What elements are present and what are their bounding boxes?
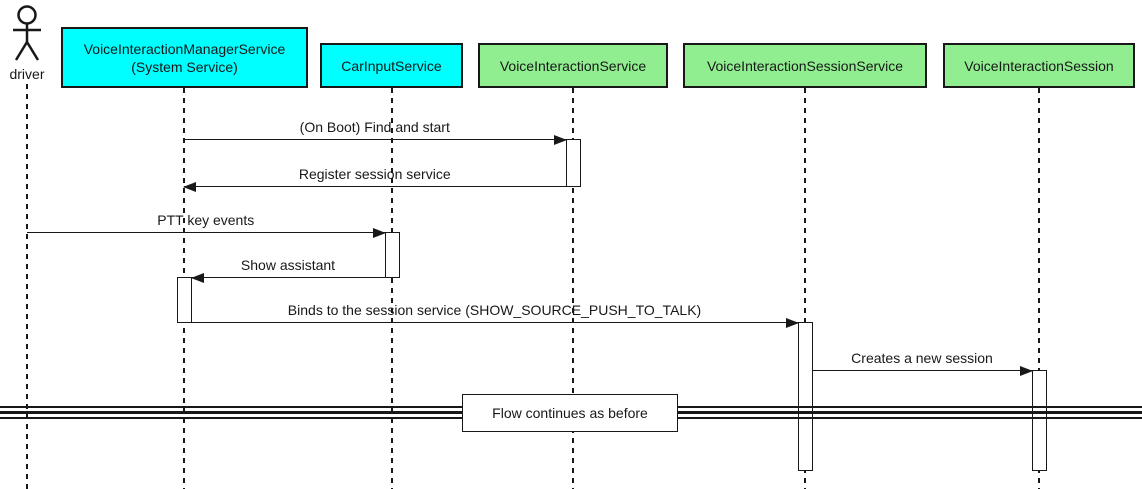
message-creates-a-new-session: Creates a new session <box>812 347 1033 376</box>
participant-voiceinteractionsessionservice: VoiceInteractionSessionService <box>683 43 927 88</box>
lifeline-voiceinteractionsessionservice <box>804 88 806 489</box>
participant-label: VoiceInteractionService <box>499 57 647 74</box>
lifeline-voiceinteractionservice <box>572 88 574 489</box>
message-register-session-service: Register session service <box>183 163 566 192</box>
message-label: Register session service <box>298 166 451 182</box>
participant-label: VoiceInteractionSessionService <box>706 57 904 74</box>
arrowhead-icon <box>553 135 567 145</box>
message-binds-to-session-service: Binds to the session service (SHOW_SOURC… <box>191 299 799 328</box>
participant-label: VoiceInteractionManagerService <box>83 40 286 57</box>
activation-voiceinteractionservice <box>565 139 581 187</box>
activation-carinputservice <box>384 232 400 278</box>
arrowhead-icon <box>183 182 196 192</box>
actor-label: driver <box>9 66 45 82</box>
message-line <box>184 138 566 140</box>
message-ptt-key-events: PTT key events <box>27 209 386 238</box>
message-label: PTT key events <box>157 212 255 228</box>
arrowhead-icon <box>785 318 799 328</box>
participant-voiceinteractionsession: VoiceInteractionSession <box>943 43 1135 88</box>
stick-figure-icon <box>13 5 41 61</box>
activation-voiceinteractionsession <box>1031 370 1047 471</box>
arrowhead-icon <box>190 273 204 283</box>
message-line <box>191 321 798 323</box>
divider-label: Flow continues as before <box>492 405 648 421</box>
message-line <box>27 231 385 233</box>
divider-label-box: Flow continues as before <box>462 394 678 432</box>
arrowhead-icon <box>372 228 386 238</box>
participant-carinputservice: CarInputService <box>320 43 463 88</box>
message-line <box>184 185 566 187</box>
participant-sublabel: (System Service) <box>131 58 238 75</box>
participant-voiceinteractionservice: VoiceInteractionService <box>478 43 668 88</box>
message-label: Creates a new session <box>851 350 993 366</box>
actor-driver: driver <box>0 4 54 82</box>
message-show-assistant: Show assistant <box>190 254 385 283</box>
participant-label: VoiceInteractionSession <box>964 57 1114 74</box>
message-label: Binds to the session service (SHOW_SOURC… <box>287 302 702 318</box>
lifeline-carinputservice <box>391 88 393 489</box>
message-line <box>191 276 385 278</box>
lifeline-voiceinteractionsession <box>1038 88 1040 489</box>
message-label: (On Boot) Find and start <box>299 119 450 135</box>
message-line <box>812 369 1032 371</box>
activation-voiceinteractionmanagerservice <box>176 277 192 323</box>
activation-voiceinteractionsessionservice <box>797 322 813 471</box>
lifeline-driver <box>26 84 28 489</box>
message-label: Show assistant <box>240 257 336 273</box>
arrowhead-icon <box>1019 366 1033 376</box>
participant-voiceinteractionmanagerservice: VoiceInteractionManagerService (System S… <box>61 27 308 88</box>
participant-label: CarInputService <box>341 57 442 74</box>
message-on-boot-find-and-start: (On Boot) Find and start <box>184 116 567 145</box>
